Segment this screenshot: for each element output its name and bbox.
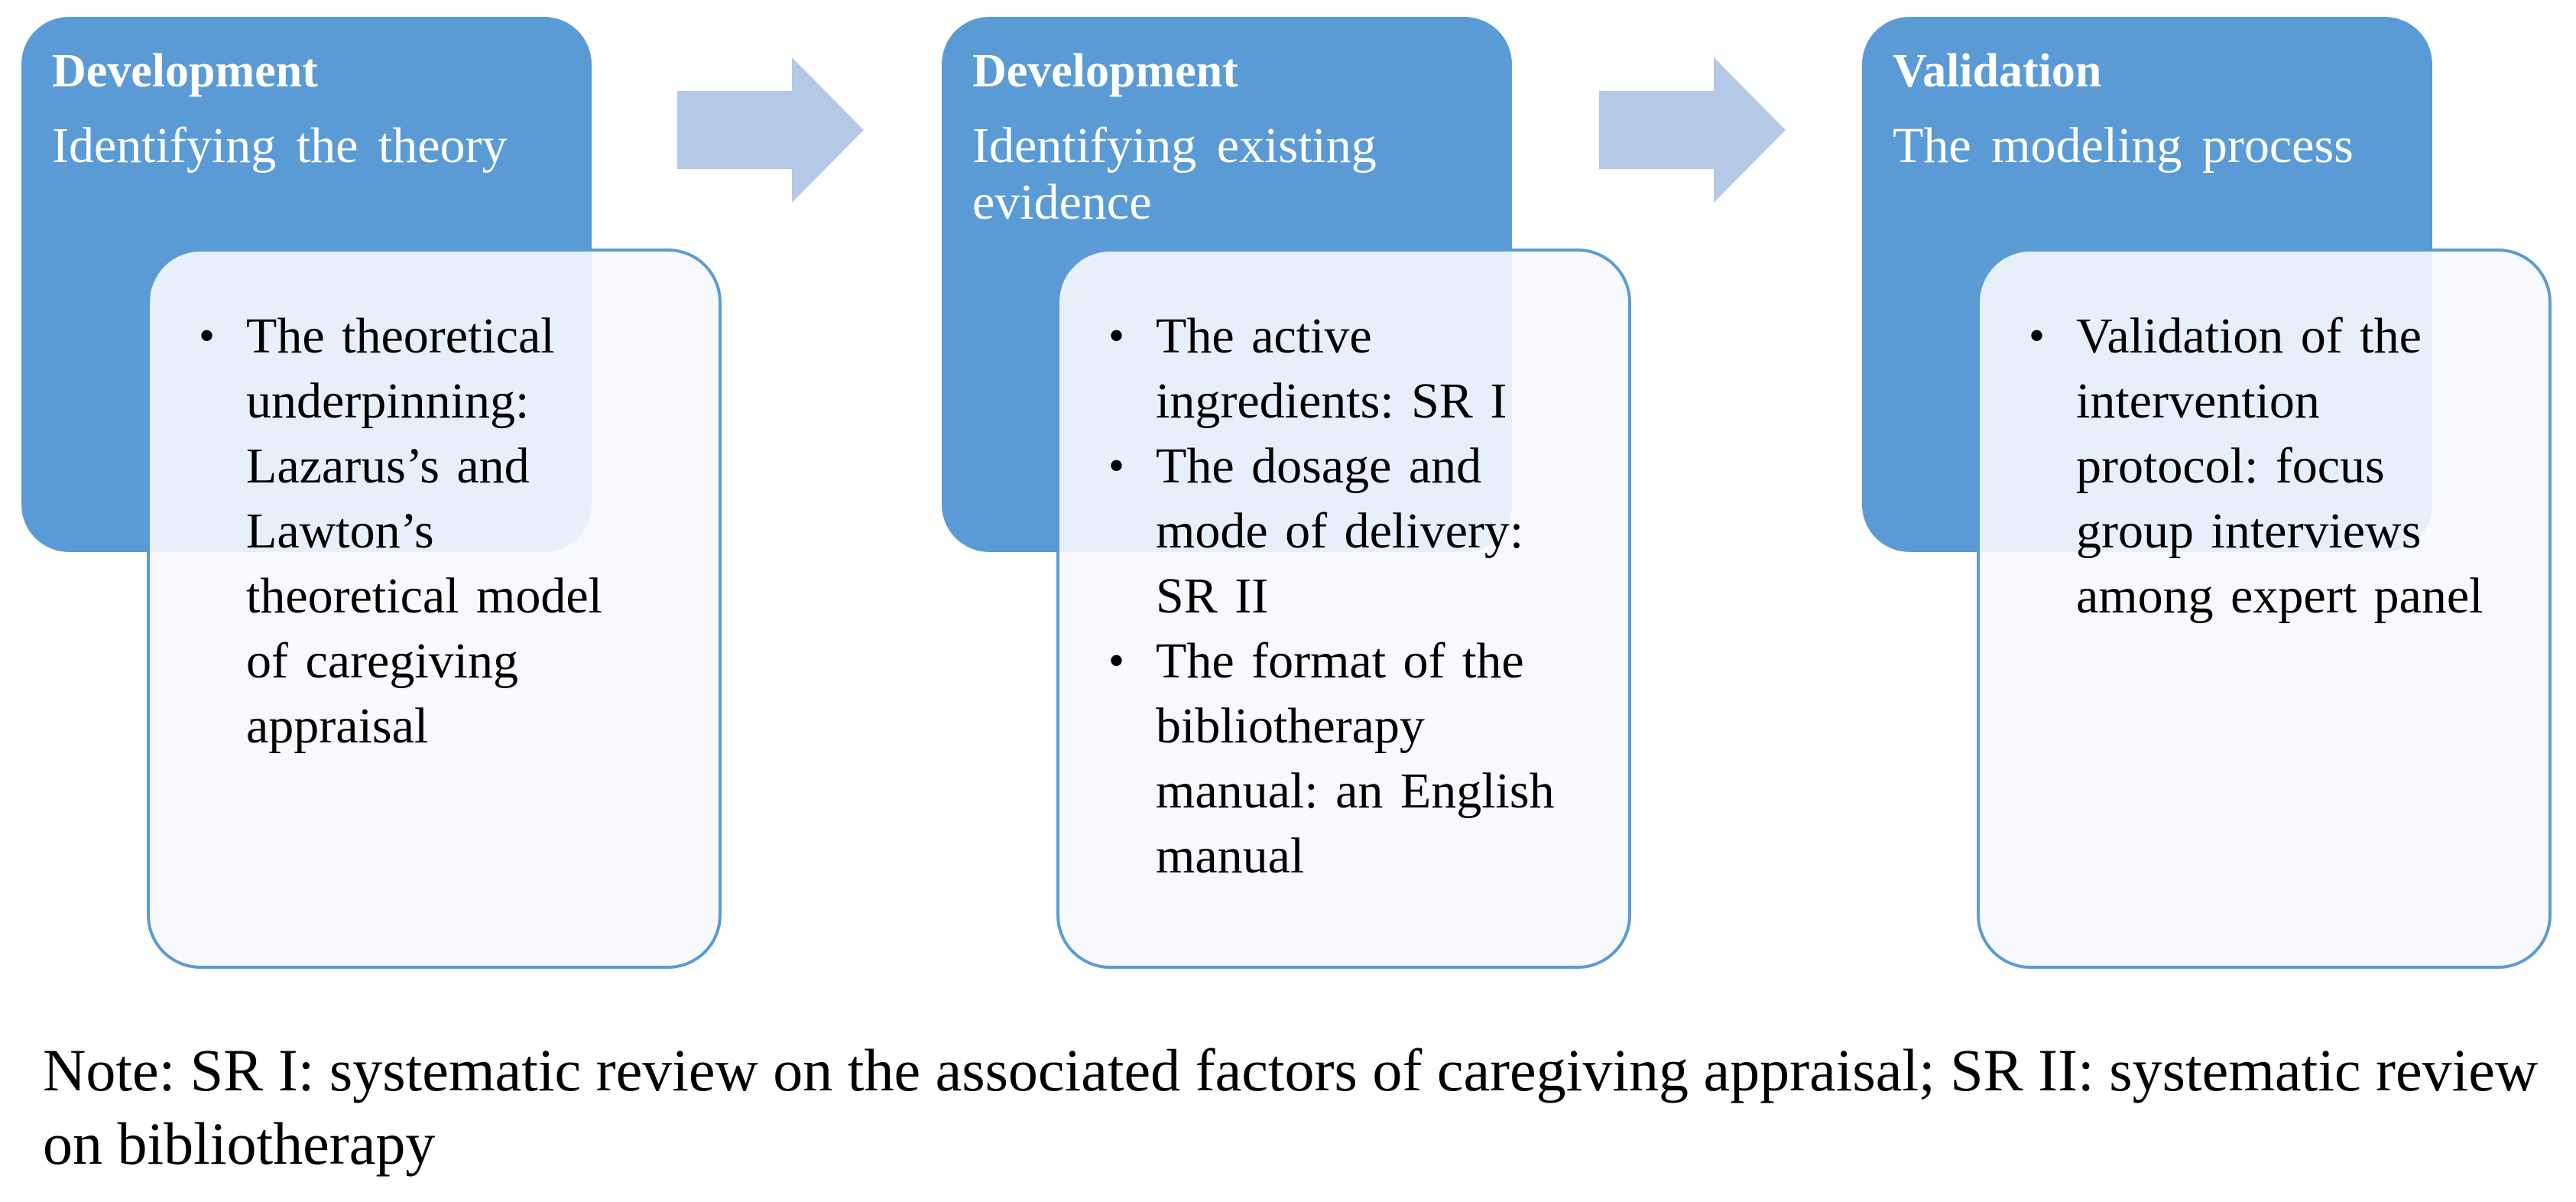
- stage-2-phase: Development: [972, 45, 1238, 97]
- stage-3-detail: • Validation of the intervention protoco…: [1977, 249, 2552, 969]
- stage-3-phase: Validation: [1893, 45, 2102, 97]
- right-arrow-icon: [677, 57, 864, 203]
- stage-1-step: Identifying the theory: [52, 118, 508, 174]
- list-item: • The dosage and mode of delivery: SR II: [1096, 434, 1569, 629]
- stage-2-list: • The active ingredients: SR I • The dos…: [1096, 304, 1605, 889]
- stage-3-step: The modeling process: [1893, 118, 2354, 174]
- right-arrow-icon: [1599, 57, 1786, 203]
- bullet-icon: •: [199, 310, 216, 361]
- bullet-icon: •: [1108, 440, 1125, 491]
- stage-2-step: Identifying existing evidence: [972, 118, 1377, 230]
- list-item: • Validation of the intervention protoco…: [2016, 304, 2504, 629]
- bullet-icon: •: [2029, 310, 2046, 361]
- list-item-text: The format of the bibliotherapy manual: …: [1156, 633, 1555, 884]
- stage-2-detail: • The active ingredients: SR I • The dos…: [1056, 249, 1631, 969]
- list-item-text: Validation of the intervention protocol:…: [2076, 308, 2484, 624]
- stage-1-detail: • The theoretical underpinning: Lazarus’…: [147, 249, 722, 969]
- footnote: Note: SR I: systematic review on the ass…: [43, 1037, 2539, 1177]
- stage-1-list: • The theoretical underpinning: Lazarus’…: [187, 304, 696, 759]
- list-item: • The active ingredients: SR I: [1096, 304, 1569, 434]
- list-item: • The theoretical underpinning: Lazarus’…: [187, 304, 659, 759]
- stage-1-phase: Development: [52, 45, 318, 97]
- stage-3-list: • Validation of the intervention protoco…: [2016, 304, 2526, 629]
- list-item-text: The dosage and mode of delivery: SR II: [1156, 438, 1524, 624]
- list-item: • The format of the bibliotherapy manual…: [1096, 629, 1569, 889]
- bullet-icon: •: [1108, 635, 1125, 686]
- list-item-text: The active ingredients: SR I: [1156, 308, 1507, 429]
- list-item-text: The theoretical underpinning: Lazarus’s …: [246, 308, 602, 754]
- bullet-icon: •: [1108, 310, 1125, 361]
